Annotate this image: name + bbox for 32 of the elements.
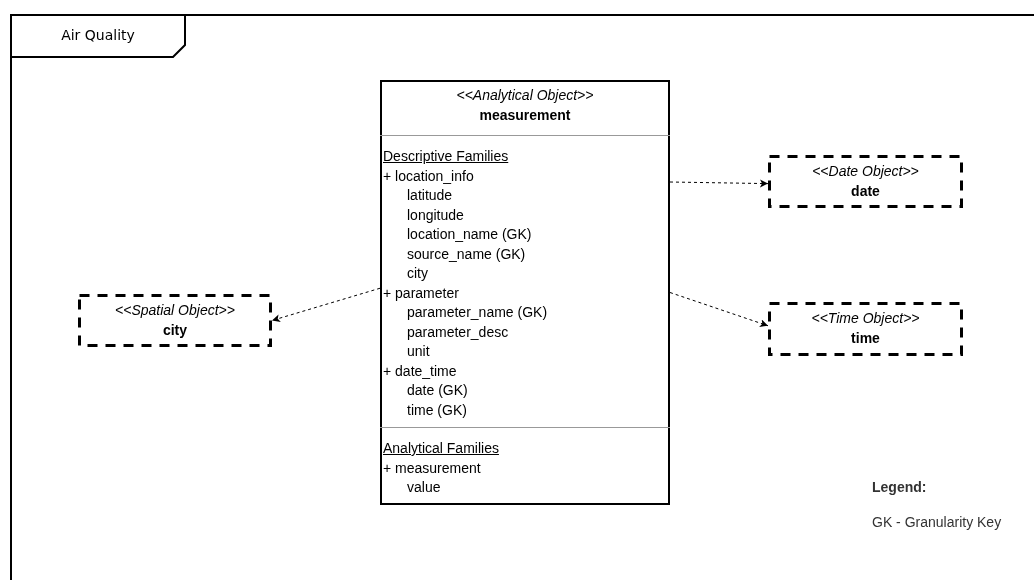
class-box — [380, 80, 670, 505]
attribute-text: city — [406, 264, 428, 283]
attribute-text: location_name (GK) — [406, 225, 532, 244]
class-name: measurement — [479, 105, 571, 125]
frame-title: Air Quality — [60, 26, 136, 45]
section-heading: Analytical Families — [383, 439, 499, 458]
attribute-text: date (GK) — [406, 381, 468, 400]
stereotype-label: <<Date Object>> — [812, 162, 919, 181]
attribute-group: + parameter — [383, 283, 459, 303]
attribute-group: + date_time — [383, 361, 457, 381]
attribute-text: value — [406, 478, 441, 497]
stereotype-label: <<Time Object>> — [811, 309, 920, 328]
stereotype-label: <<Spatial Object>> — [115, 301, 235, 320]
legend-entry: GK - Granularity Key — [872, 513, 1002, 532]
dependency-arrow — [669, 292, 769, 327]
object-name: city — [162, 320, 188, 340]
object-name: time — [851, 328, 880, 348]
dependency-arrow — [669, 179, 769, 188]
attribute-group: + location_info — [383, 166, 474, 186]
attribute-text: time (GK) — [406, 400, 467, 420]
stereotype-label: <<Analytical Object>> — [456, 86, 594, 105]
section-heading: Descriptive Families — [383, 147, 509, 166]
attribute-text: source_name (GK) — [406, 244, 526, 264]
attribute-text: unit — [406, 342, 430, 361]
attribute-group: + measurement — [383, 458, 481, 478]
attribute-text: latitude — [406, 186, 453, 205]
legend-title: Legend: — [872, 478, 927, 497]
attribute-text: longitude — [406, 205, 464, 225]
dependency-arrow — [271, 287, 381, 323]
attribute-text: parameter_desc — [406, 322, 509, 342]
attribute-text: parameter_name (GK) — [406, 303, 548, 322]
object-name: date — [851, 181, 880, 201]
